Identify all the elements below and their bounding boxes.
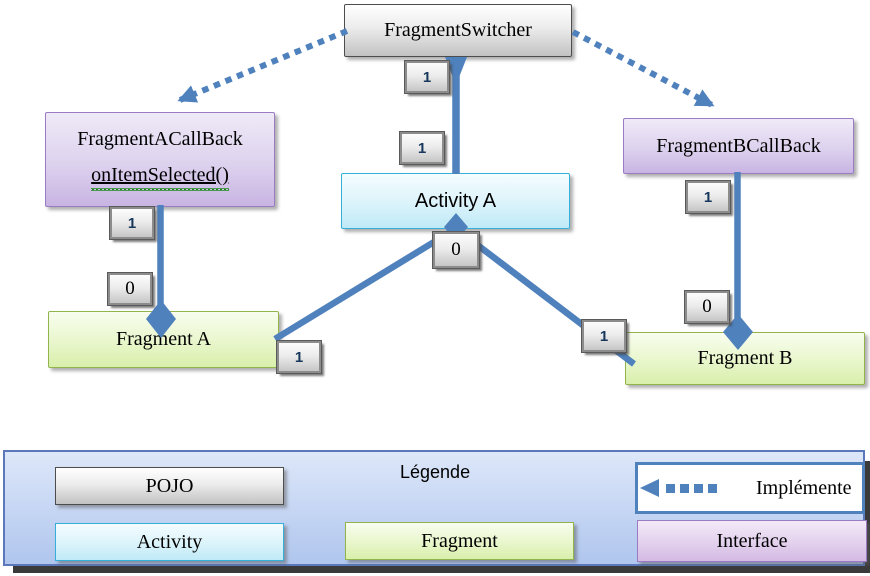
legend-panel: Légende POJO Activity Fragment Interface…: [3, 450, 867, 566]
legend-item-activity-label: Activity: [136, 530, 203, 553]
multiplicity-above-fragment-b: 0: [684, 290, 730, 324]
line-activity-fragment-a: [273, 228, 454, 342]
legend-item-interface: Interface: [637, 520, 867, 562]
legend-item-pojo-label: POJO: [145, 474, 194, 497]
legend-item-interface-label: Interface: [716, 529, 788, 552]
legend-item-fragment-label: Fragment: [421, 529, 498, 552]
legend-item-implements-label: Implémente: [756, 476, 852, 499]
implements-dotted-arrow-icon: [640, 479, 717, 497]
node-fragment-switcher-label: FragmentSwitcher: [384, 19, 532, 41]
multiplicity-below-callback-a: 1: [109, 206, 155, 240]
multiplicity-right-of-fragment-a: 1: [276, 340, 322, 374]
multiplicity-below-callback-b: 1: [685, 180, 731, 214]
multiplicity-left-of-fragment-b: 1: [581, 319, 627, 353]
multiplicity-above-activity-a: 1: [399, 131, 445, 165]
multiplicity-below-activity-a: 0: [432, 231, 480, 269]
node-fragment-a: Fragment A: [48, 311, 279, 368]
node-fragment-a-callback: FragmentACallBack onItemSelected(): [45, 112, 275, 207]
node-fragment-a-callback-name: FragmentACallBack: [77, 128, 243, 150]
node-fragment-b-label: Fragment B: [697, 347, 793, 369]
node-activity-a: Activity A: [341, 173, 570, 229]
node-fragment-b: Fragment B: [625, 332, 865, 385]
implements-arrow-switcher-to-callback-b: [571, 29, 715, 108]
node-fragment-a-callback-method: onItemSelected(): [91, 164, 229, 191]
multiplicity-above-fragment-a: 0: [107, 272, 153, 306]
node-fragment-b-callback-label: FragmentBCallBack: [656, 134, 821, 157]
legend-title: Légende: [400, 462, 471, 482]
node-fragment-a-label: Fragment A: [116, 328, 211, 350]
multiplicity-below-switcher: 1: [404, 60, 450, 94]
node-activity-a-label: Activity A: [414, 189, 497, 212]
node-fragment-switcher: FragmentSwitcher: [344, 4, 572, 57]
node-fragment-b-callback: FragmentBCallBack: [623, 118, 854, 174]
legend-item-pojo: POJO: [55, 467, 284, 505]
legend-item-fragment: Fragment: [345, 522, 574, 560]
legend-item-implements: Implémente: [635, 462, 865, 514]
legend-item-activity: Activity: [55, 523, 284, 561]
implements-arrow-switcher-to-callback-a: [177, 28, 349, 103]
